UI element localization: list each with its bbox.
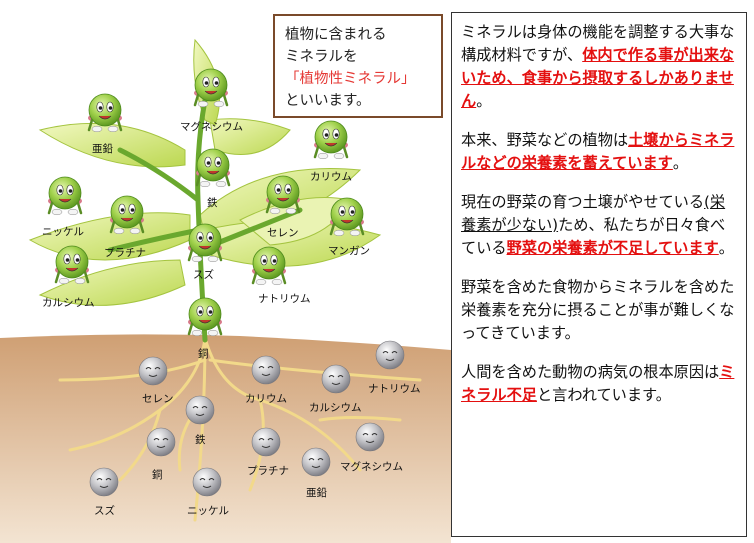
label-sodium: ナトリウム — [258, 293, 311, 305]
paragraph-3: 現在の野菜の育つ土壌がやせている(栄養素が少ない)ため、私たちが日々食べている野… — [461, 191, 736, 260]
soil-label-copper: 銅 — [152, 468, 163, 481]
soil-label-nickel: ニッケル — [187, 505, 229, 517]
soil-label-platinum: プラチナ — [247, 465, 289, 477]
label-tin: スズ — [193, 268, 214, 281]
p5-highlight: ミネラル不足 — [461, 363, 735, 404]
label-platinum: プラチナ — [104, 247, 146, 259]
p3-end: 。 — [718, 239, 734, 257]
p1-highlight: 体内で作る事が出来ないため、食事から摂取するしかありません — [461, 46, 735, 110]
callout-line-3: 「植物性ミネラル」 — [285, 71, 416, 87]
p3-text: 現在の野菜の育つ土壌がやせている — [461, 193, 704, 211]
p2-end: 。 — [672, 154, 689, 172]
soil-label-iron: 鉄 — [195, 433, 206, 446]
soil-label-tin: スズ — [94, 504, 115, 517]
explanation-panel: ミネラルは身体の機能を調整する大事な構成材料ですが、体内で作る事が出来ないため、… — [451, 12, 747, 537]
callout-line-4: といいます。 — [285, 93, 371, 109]
soil-label-selenium: セレン — [142, 393, 174, 405]
label-selenium: セレン — [267, 227, 299, 239]
label-zinc: 亜鉛 — [92, 142, 113, 155]
soil-label-magnesium: マグネシウム — [340, 460, 403, 473]
p1-end: 。 — [476, 92, 492, 110]
plant-labels: マグネシウム 亜鉛 カリウム 鉄 ニッケル セレン マンガン プラチナ スズ カ… — [42, 120, 370, 360]
p2-text: 本来、野菜などの植物は — [461, 131, 629, 149]
soil-label-potassium: カリウム — [245, 393, 287, 405]
plant-mineral-callout: 植物に含まれる ミネラルを 「植物性ミネラル」 といいます。 — [273, 14, 443, 118]
soil-labels: セレン カリウム カルシウム ナトリウム 鉄 プラチナ マグネシウム 銅 亜鉛 … — [94, 383, 421, 517]
stem — [107, 97, 303, 343]
soil-label-calcium: カルシウム — [309, 402, 362, 414]
label-copper: 銅 — [198, 347, 209, 360]
label-calcium: カルシウム — [42, 297, 95, 309]
callout-line-1: 植物に含まれる — [285, 27, 387, 43]
p1-text: ミネラルは身体の機能を調整する大事な構成材料ですが、 — [461, 23, 735, 64]
soil-label-sodium: ナトリウム — [368, 383, 421, 395]
p3-underline: (栄養素が少ない) — [461, 193, 726, 234]
label-nickel: ニッケル — [42, 226, 84, 238]
p5-text: 人間を含めた動物の病気の根本原因は — [461, 363, 720, 381]
paragraph-2: 本来、野菜などの植物は土壌からミネラルなどの栄養素を蓄えています。 — [461, 129, 736, 175]
p3-text-2: ため、私たちが日々食べている — [461, 216, 726, 257]
label-iron: 鉄 — [207, 196, 218, 209]
p4-text: 野菜を含めた食物からミネラルを含めた栄養素を充分に摂ることが事が難しくなってきて… — [461, 278, 735, 342]
label-manganese: マンガン — [328, 245, 370, 257]
p3-highlight: 野菜の栄養素が不足しています — [506, 239, 719, 257]
paragraph-5: 人間を含めた動物の病気の根本原因はミネラル不足と言われています。 — [461, 361, 736, 407]
soil-label-zinc: 亜鉛 — [306, 486, 327, 499]
label-magnesium: マグネシウム — [180, 120, 243, 133]
paragraph-1: ミネラルは身体の機能を調整する大事な構成材料ですが、体内で作る事が出来ないため、… — [461, 21, 736, 113]
label-potassium: カリウム — [310, 171, 352, 183]
p2-highlight: 土壌からミネラルなどの栄養素を蓄えています — [461, 131, 735, 172]
p5-end: と言われています。 — [536, 386, 671, 404]
callout-line-2: ミネラルを — [285, 49, 358, 65]
paragraph-4: 野菜を含めた食物からミネラルを含めた栄養素を充分に摂ることが事が難しくなってきて… — [461, 276, 736, 345]
